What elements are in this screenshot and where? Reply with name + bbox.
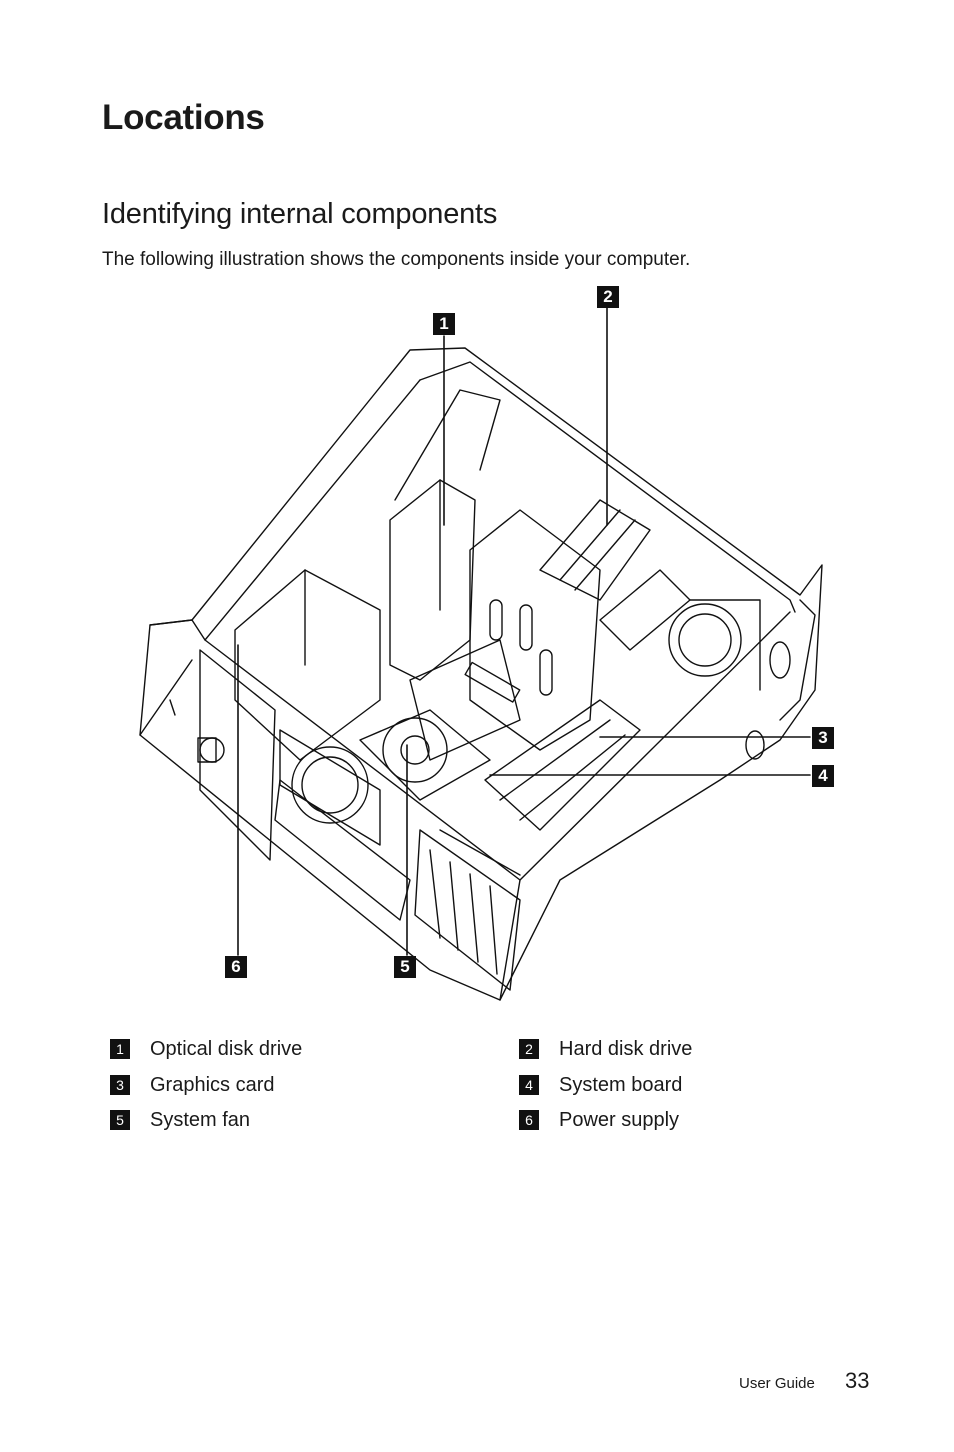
legend-item: 4 System board — [519, 1070, 682, 1100]
legend-item: 3 Graphics card — [110, 1070, 275, 1100]
legend-label: Hard disk drive — [559, 1037, 693, 1060]
legend-item: 6 Power supply — [519, 1105, 679, 1135]
legend-number: 4 — [519, 1075, 539, 1095]
callout-5: 5 — [394, 956, 416, 978]
legend-number: 5 — [110, 1110, 130, 1130]
footer-label: User Guide — [739, 1375, 815, 1392]
section-intro: The following illustration shows the com… — [102, 249, 691, 270]
legend-number: 3 — [110, 1075, 130, 1095]
legend-label: Optical disk drive — [150, 1037, 303, 1060]
section-title: Identifying internal components — [102, 198, 498, 230]
legend-label: System board — [559, 1073, 683, 1096]
legend-label: Graphics card — [150, 1073, 275, 1096]
legend-item: 5 System fan — [110, 1105, 250, 1135]
computer-chassis-drawing — [139, 307, 823, 1001]
legend-item: 2 Hard disk drive — [519, 1034, 692, 1064]
callout-1: 1 — [433, 313, 455, 335]
legend-number: 6 — [519, 1110, 539, 1130]
callout-6: 6 — [225, 956, 247, 978]
callout-3: 3 — [812, 727, 834, 749]
legend-number: 2 — [519, 1039, 539, 1059]
page-number: 33 — [845, 1368, 870, 1393]
callout-2: 2 — [597, 286, 619, 308]
legend-label: Power supply — [559, 1108, 680, 1131]
computer-internals-illustration: 1 2 3 4 5 6 — [0, 280, 954, 1010]
legend-item: 1 Optical disk drive — [110, 1034, 302, 1064]
legend-label: System fan — [150, 1108, 251, 1131]
page-heading: Locations — [102, 98, 265, 137]
callout-4: 4 — [812, 765, 834, 787]
legend-number: 1 — [110, 1039, 130, 1059]
